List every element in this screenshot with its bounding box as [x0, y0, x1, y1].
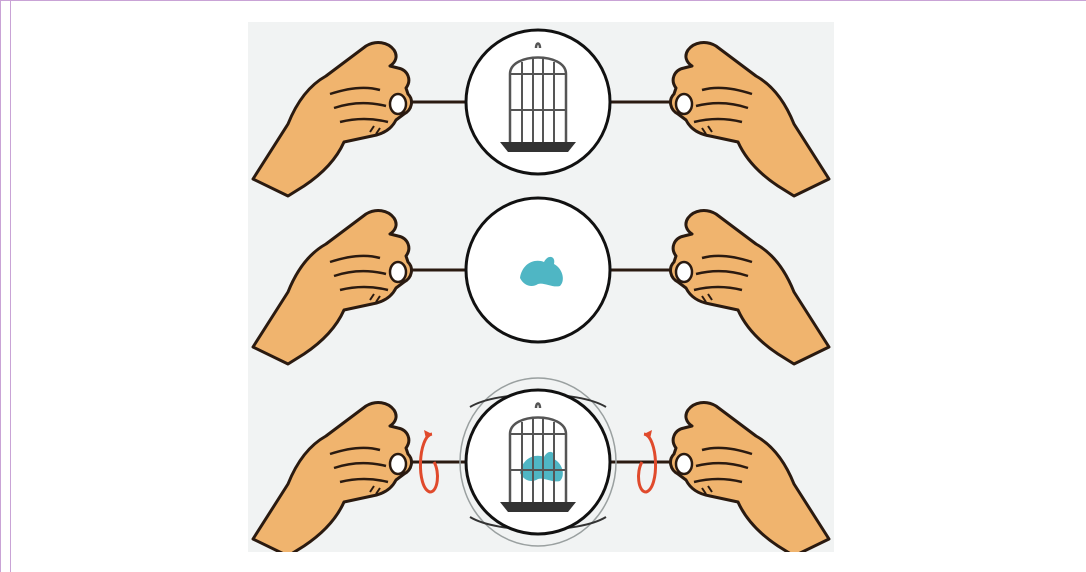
thaumatrope-illustration	[248, 22, 834, 552]
disc-icon	[466, 30, 610, 174]
hand-right-icon	[671, 211, 829, 364]
hand-left-icon	[253, 43, 411, 196]
frame-accent-line	[10, 0, 11, 572]
hand-left-icon	[253, 403, 411, 552]
row-cage	[253, 30, 829, 196]
row-spinning	[253, 378, 829, 552]
hand-right-icon	[671, 403, 829, 552]
hand-left-icon	[253, 211, 411, 364]
thaumatrope-diagram	[248, 22, 834, 552]
row-bird	[253, 198, 829, 364]
hand-right-icon	[671, 43, 829, 196]
